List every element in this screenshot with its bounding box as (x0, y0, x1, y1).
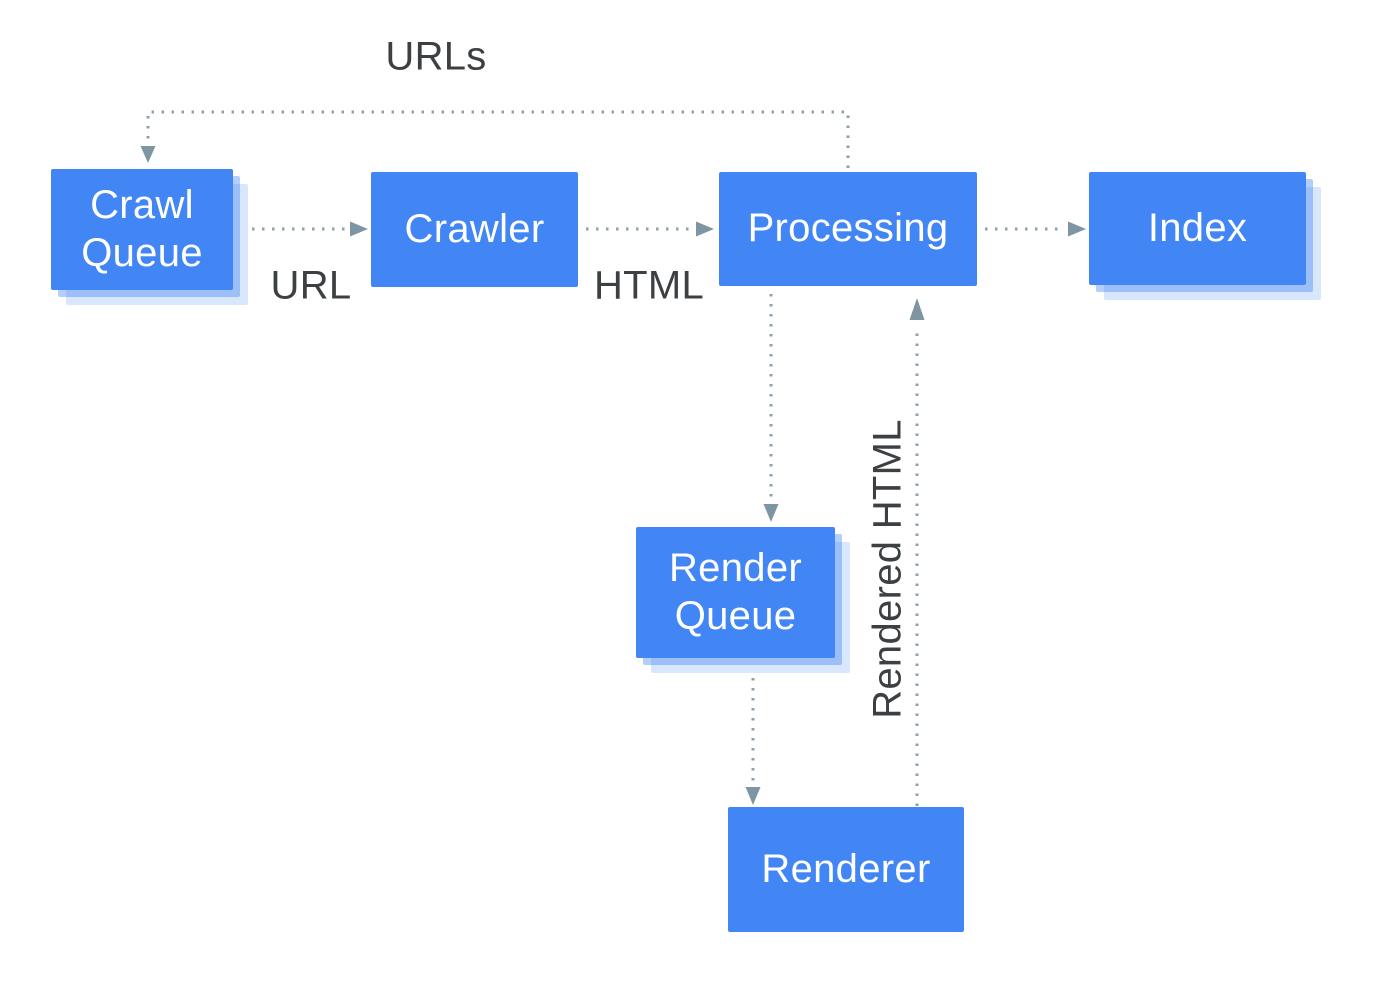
arrowhead-down-into-render-queue (763, 504, 779, 522)
arrowhead-down-into-crawl-queue (140, 146, 156, 163)
edge-label-rendered-html: Rendered HTML (865, 419, 910, 719)
node-index: Index (1089, 172, 1306, 285)
edge-label-urls: URLs (385, 34, 487, 79)
edge-label-url: URL (270, 263, 352, 308)
arrowhead-right-into-processing (696, 221, 714, 237)
arrowhead-right-into-index (1068, 221, 1086, 237)
edge-processing-to-crawl-queue (146, 110, 850, 168)
edge-label-html: HTML (593, 263, 705, 308)
node-crawl-queue: Crawl Queue (51, 169, 233, 290)
node-render-queue: Render Queue (636, 527, 835, 658)
arrowhead-up-into-processing (909, 298, 925, 320)
node-crawler: Crawler (371, 172, 578, 287)
node-processing: Processing (719, 172, 977, 286)
arrowhead-down-into-renderer (745, 787, 761, 805)
arrowhead-right-into-crawler (350, 221, 368, 237)
node-renderer: Renderer (728, 807, 964, 932)
